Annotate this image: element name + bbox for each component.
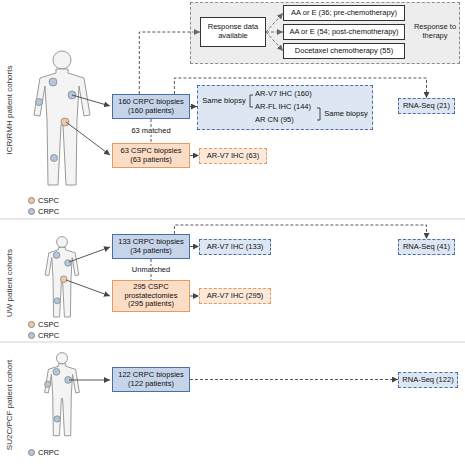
assay-box: AR-V7 IHC (133)	[199, 239, 271, 255]
assay-box: AR-V7 IHC (295)	[199, 288, 271, 304]
legend-swatch	[28, 197, 35, 204]
box-text: AR-V7 IHC (160)	[255, 90, 312, 99]
assay-box: RNA-Seq (122)	[398, 372, 458, 388]
connector	[190, 246, 199, 247]
therapy-region: Response to therapy Response data availab…	[190, 2, 460, 64]
sample-arrow	[72, 95, 110, 106]
process-box: AA or E (36; pre-chemotherapy)	[283, 5, 405, 21]
patient-figure	[45, 237, 79, 317]
assay-box: RNA-Seq (41)	[398, 239, 455, 255]
box-text: Docetaxel chemotherapy (55)	[295, 47, 393, 56]
cohort-separator	[0, 342, 465, 343]
cohort-label: ICR/RMH patient cohorts	[5, 66, 14, 155]
cohort-label: SU2C/PCF patient cohort	[5, 360, 14, 450]
legend-swatch	[28, 332, 35, 339]
same-biopsy-bracket	[317, 108, 320, 120]
legend-text: CRPC	[38, 207, 59, 216]
box-text: AR-V7 IHC (295)	[207, 292, 264, 301]
legend-text: CRPC	[38, 448, 59, 457]
sample-arrow	[66, 122, 110, 155]
connector	[190, 106, 197, 107]
cohort-box: 63 CSPC biopsies (63 patients)	[112, 143, 190, 168]
assay-box: AR-V7 IHC (63)	[199, 148, 267, 164]
legend-swatch	[28, 208, 35, 215]
patient-figure	[34, 51, 90, 185]
process-box: AA or E (54; post-chemotherapy)	[283, 24, 405, 40]
connector	[190, 379, 398, 380]
box-text: 122 CRPC biopsies (122 patients)	[116, 371, 186, 388]
assay-box: RNA-Seq (21)	[398, 98, 455, 114]
box-text: Response to therapy	[411, 23, 459, 40]
box-text: AR-FL IHC (144)	[255, 103, 311, 112]
legend-text: CSPC	[38, 320, 59, 329]
box-text: Same biopsy	[324, 110, 367, 119]
cohort-box: 160 CRPC biopsies (160 patients)	[112, 94, 190, 119]
sample-arrow	[69, 380, 110, 381]
sample-arrow	[66, 280, 110, 296]
cohort-box: 122 CRPC biopsies (122 patients)	[112, 367, 190, 392]
box-text: 295 CSPC prostatectomies (295 patients)	[116, 283, 186, 309]
box-text: AR CN (95)	[255, 116, 294, 125]
box-text: Same biopsy	[202, 97, 245, 106]
same-biopsy-bracket	[250, 95, 253, 107]
edge-label: Unmatched	[130, 265, 172, 273]
legend-item: CRPC	[28, 207, 59, 216]
legend-swatch	[28, 449, 35, 456]
box-text: AR-V7 IHC (63)	[207, 152, 260, 161]
legend-item: CSPC	[28, 320, 59, 329]
connector	[174, 225, 426, 239]
box-text: 133 CRPC biopsies (34 patients)	[116, 238, 186, 255]
legend-text: CSPC	[38, 196, 59, 205]
box-text: RNA-Seq (21)	[403, 102, 450, 111]
legend-item: CRPC	[28, 448, 59, 457]
box-text: Response data available	[204, 23, 262, 40]
process-box: Docetaxel chemotherapy (55)	[283, 43, 405, 59]
sample-arrow	[69, 247, 110, 262]
box-text: AA or E (54; post-chemotherapy)	[289, 28, 398, 37]
cohort-separator	[0, 219, 465, 220]
box-text: AR-V7 IHC (133)	[207, 243, 264, 252]
edge-label: 63 matched	[129, 127, 172, 135]
cohort-box: 133 CRPC biopsies (34 patients)	[112, 234, 190, 259]
connector	[190, 296, 199, 297]
legend-item: CSPC	[28, 196, 59, 205]
cohort-label: UW patient cohorts	[5, 249, 14, 317]
legend-item: CRPC	[28, 331, 59, 340]
box-text: RNA-Seq (41)	[403, 243, 450, 252]
process-box: Response data available	[200, 17, 266, 47]
box-text: AA or E (36; pre-chemotherapy)	[291, 9, 397, 18]
box-text: 160 CRPC biopsies (160 patients)	[116, 98, 186, 115]
assay-box: Same biopsy AR-V7 IHC (160) AR-FL IHC (144…	[197, 85, 373, 130]
patient-figure	[45, 353, 80, 436]
legend-swatch	[28, 321, 35, 328]
connector	[190, 155, 199, 156]
box-text: 63 CSPC biopsies (63 patients)	[116, 147, 186, 164]
legend-text: CRPC	[38, 331, 59, 340]
box-text: RNA-Seq (122)	[402, 376, 453, 385]
cohort-box: 295 CSPC prostatectomies (295 patients)	[112, 280, 190, 312]
